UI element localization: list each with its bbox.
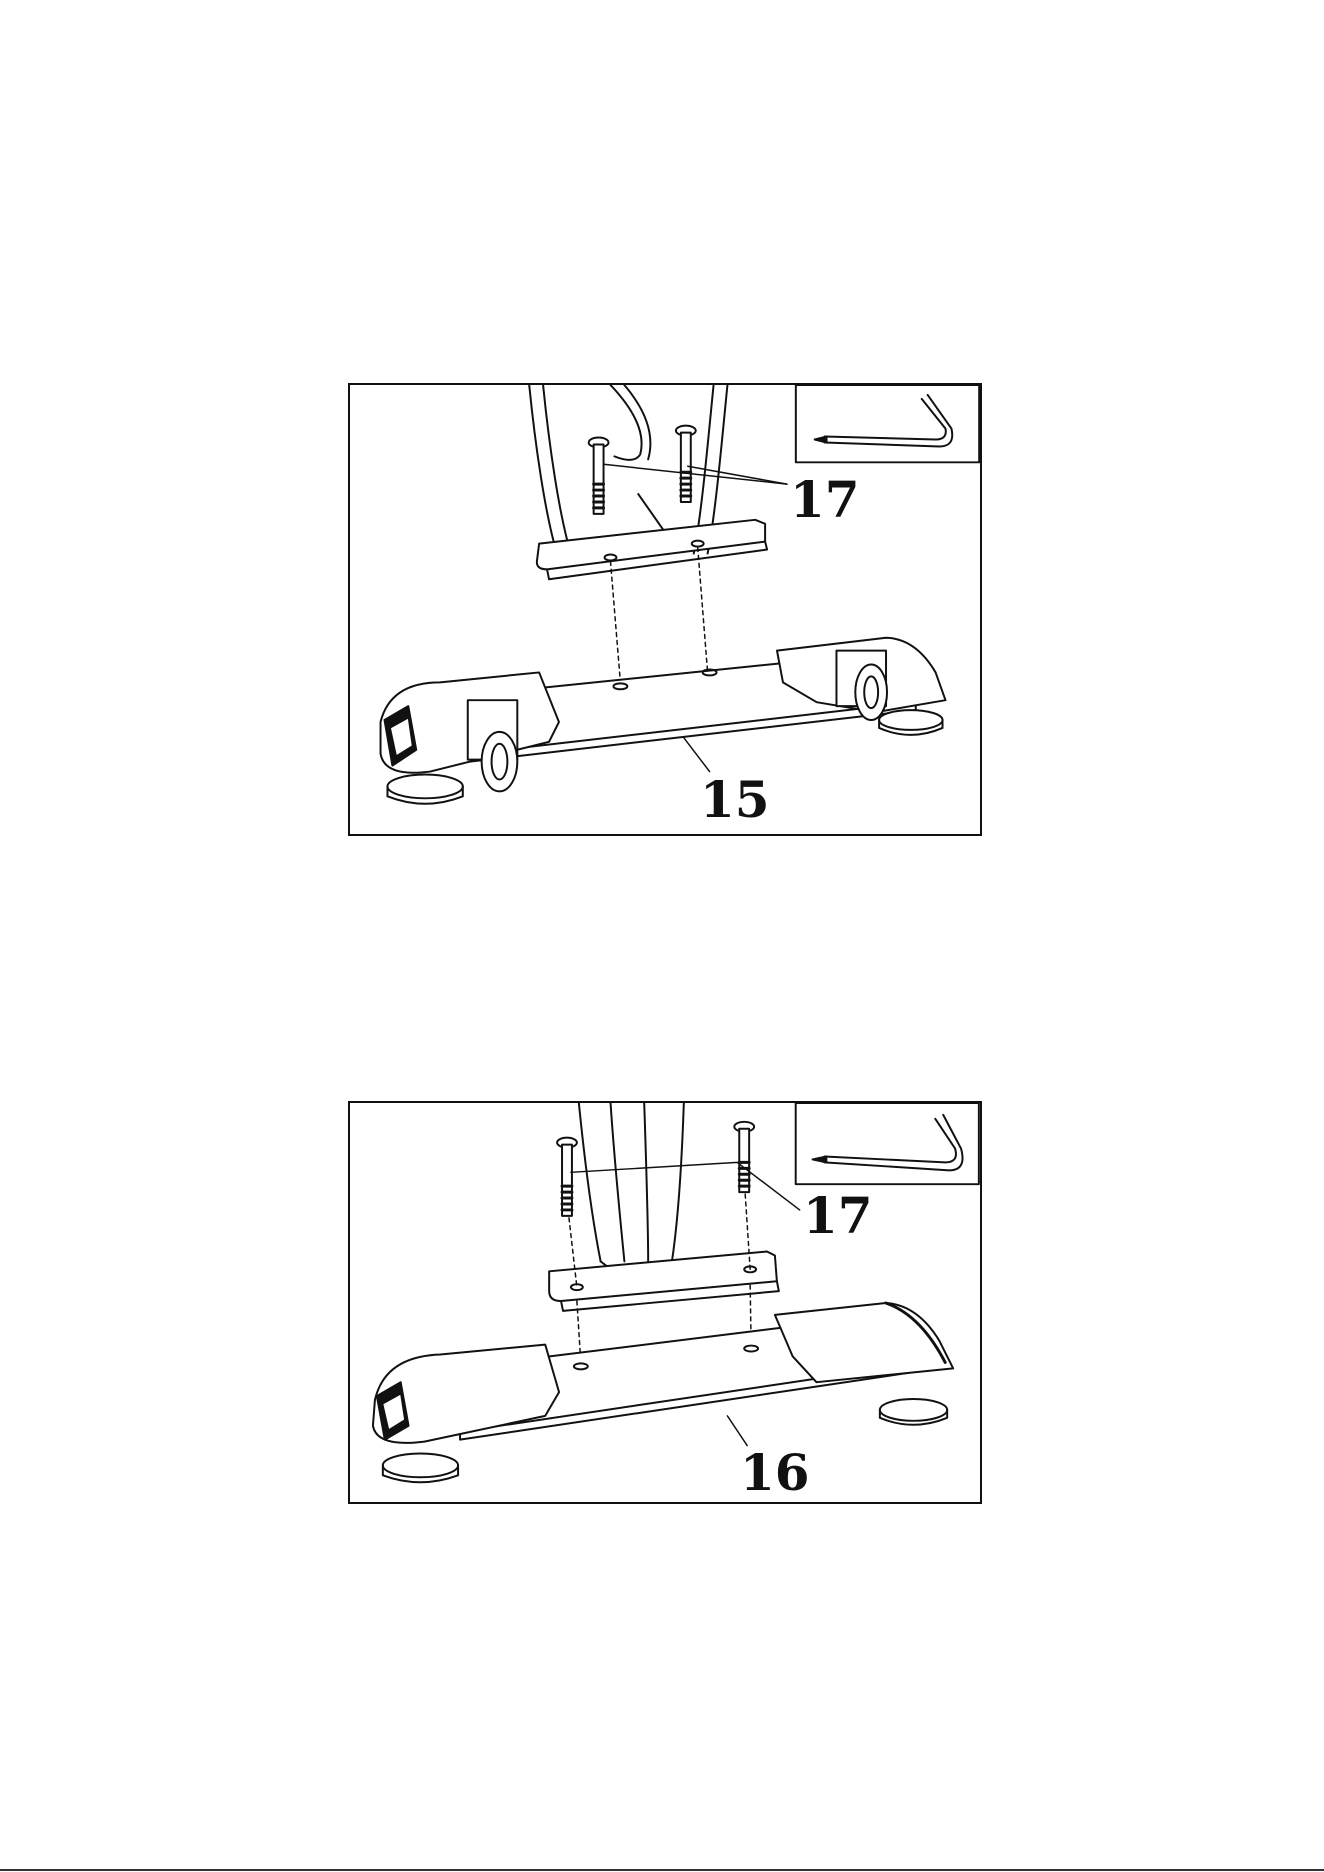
- bolt-right: [734, 1122, 754, 1192]
- bolt-right: [676, 426, 696, 502]
- rear-stabilizer-illustration: [350, 1103, 980, 1502]
- bracket-plate: [537, 520, 767, 579]
- assembly-diagram-rear-stabilizer: 17 16: [348, 1101, 982, 1504]
- bracket-plate: [549, 1252, 779, 1311]
- part-number-fastener: 17: [790, 475, 860, 525]
- part-number-base: 16: [740, 1448, 810, 1498]
- stabilizer-bar: [373, 1303, 953, 1482]
- part-number-base: 15: [700, 775, 770, 825]
- callout-line-16: [727, 1416, 747, 1446]
- upright-frame: [579, 1103, 684, 1276]
- bolt-left: [557, 1138, 577, 1216]
- callout-line-17: [571, 1162, 800, 1210]
- bolt-left: [589, 438, 609, 514]
- callout-line-15: [684, 738, 710, 772]
- scan-edge-line: [0, 1862, 1324, 1872]
- tool-inset: [796, 1103, 979, 1184]
- assembly-diagram-front-stabilizer: 17 15: [348, 383, 982, 836]
- alignment-lines: [610, 548, 707, 683]
- tool-inset: [796, 385, 979, 462]
- front-stabilizer-illustration: [350, 385, 980, 834]
- part-number-fastener: 17: [803, 1191, 873, 1241]
- wheel-left: [468, 700, 518, 791]
